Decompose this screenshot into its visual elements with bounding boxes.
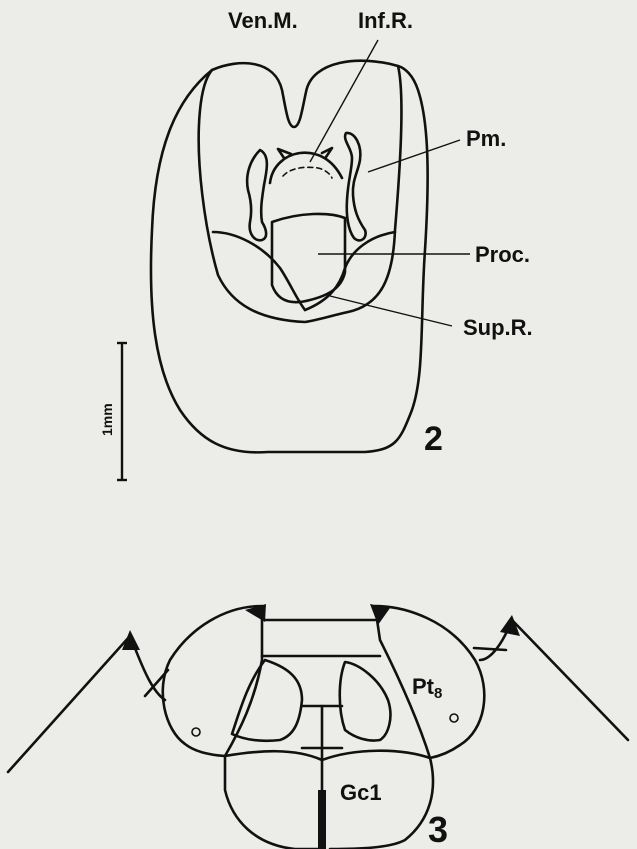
paramere-right — [345, 133, 366, 240]
top-band — [262, 620, 380, 656]
label-pt8-subscript: 8 — [434, 685, 442, 702]
midline-mark — [318, 790, 326, 849]
label-sup-r: Sup.R. — [463, 315, 533, 340]
scale-bar: 1mm — [99, 343, 127, 480]
pleurite-left — [163, 606, 262, 756]
tergite-line-right — [512, 620, 628, 740]
inferior-ring-upper — [270, 153, 342, 183]
figure-number-3: 3 — [428, 809, 448, 849]
inner-plate-left — [232, 660, 302, 741]
figure-3: Pt8 Gc1 3 — [8, 604, 628, 849]
label-proc: Proc. — [475, 242, 530, 267]
inferior-ring-dashed-arc — [283, 167, 332, 178]
leader-inf-r — [310, 40, 378, 162]
superior-plate-left — [213, 232, 305, 310]
label-pt8: Pt8 — [412, 674, 442, 702]
leader-pm — [368, 140, 460, 172]
scale-bar-label: 1mm — [99, 403, 115, 436]
label-ven-m: Ven.M. — [228, 8, 298, 33]
inner-plate-right — [340, 662, 391, 741]
inferior-ring-prong-right — [322, 148, 332, 157]
lower-plate-left — [225, 751, 322, 849]
label-pt8-text: Pt — [412, 674, 435, 699]
spiracle-right — [450, 714, 458, 722]
label-pm: Pm. — [466, 126, 506, 151]
label-inf-r: Inf.R. — [358, 8, 413, 33]
paramere-left — [247, 150, 267, 240]
spiracle-left — [192, 728, 200, 736]
figure-number-2: 2 — [424, 420, 443, 458]
tergite-line-left — [8, 636, 130, 772]
figure-2: Ven.M. Inf.R. Pm. Proc. Sup.R. 2 1mm — [99, 8, 533, 480]
proctiger-outline — [272, 214, 345, 302]
heart-outline — [199, 61, 402, 322]
label-gc1: Gc1 — [340, 780, 382, 805]
